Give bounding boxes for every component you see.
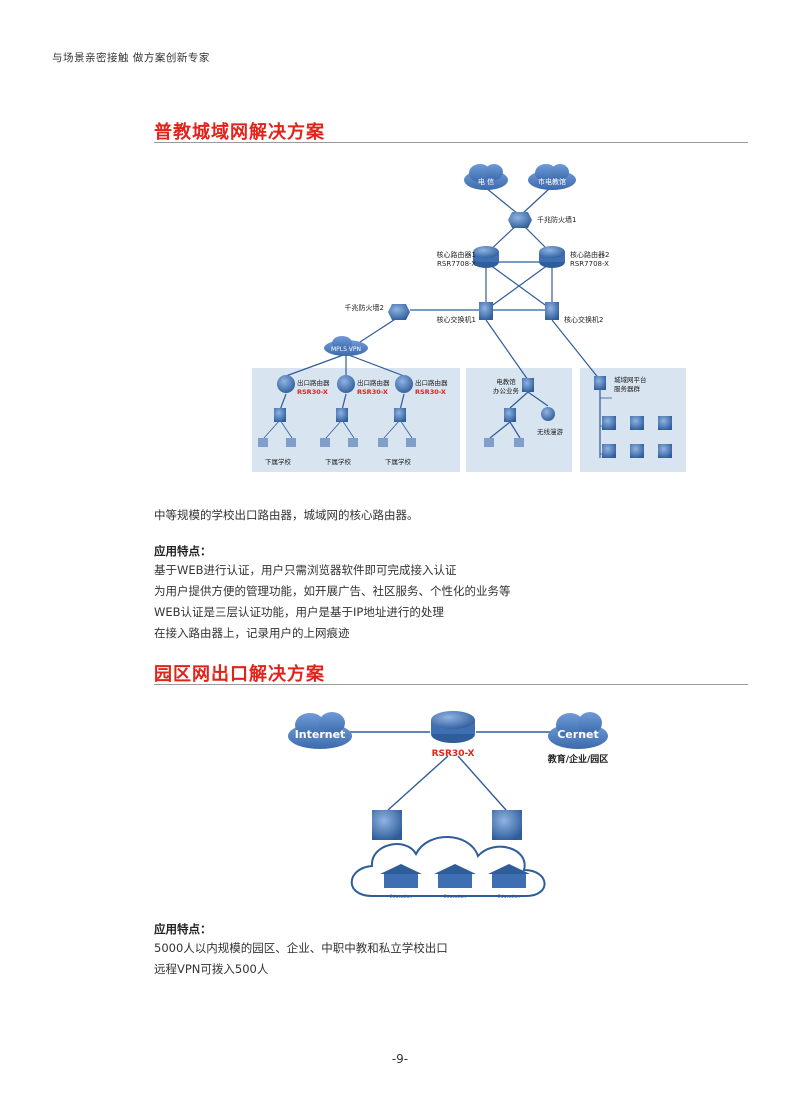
campus-network-diagram: Internet Cernet 教育/企业/园区 RSR30-X Educati… <box>288 711 609 900</box>
header-tagline: 与场景亲密接触 做方案创新专家 <box>52 52 210 64</box>
wireless-ap-icon <box>541 407 555 421</box>
svg-text:RSR30-X: RSR30-X <box>357 388 388 396</box>
section1-rule <box>154 142 748 143</box>
platform-switch-icon <box>594 376 606 390</box>
svg-text:下属学校: 下属学校 <box>325 457 352 466</box>
feature-item: 为用户提供方便的管理功能，如开展广告、社区服务、个性化的业务等 <box>154 584 511 598</box>
svg-text:无线漫游: 无线漫游 <box>537 427 564 436</box>
svg-text:出口路由器: 出口路由器 <box>297 378 330 387</box>
cloud-telecom-icon <box>464 164 508 190</box>
svg-text:Education: Education <box>390 894 413 900</box>
section1-title: 普教城域网解决方案 <box>154 122 325 143</box>
firewall2-icon <box>388 304 410 320</box>
feature-item: 远程VPN可拨入500人 <box>154 962 269 976</box>
svg-text:出口路由器: 出口路由器 <box>415 378 448 387</box>
core-router2-icon <box>539 246 565 268</box>
svg-text:Internet: Internet <box>295 728 346 741</box>
svg-text:MPLS VPN: MPLS VPN <box>331 346 361 353</box>
cloud-education-icon <box>528 164 576 190</box>
svg-text:核心交换机2: 核心交换机2 <box>564 315 603 324</box>
campus-switch-left-icon <box>372 810 402 840</box>
feature-item: 在接入路由器上，记录用户的上网痕迹 <box>154 626 350 640</box>
core-switch2-icon <box>545 302 559 320</box>
svg-text:办公业务: 办公业务 <box>493 386 520 395</box>
svg-text:RSR30-X: RSR30-X <box>432 749 475 759</box>
feature-item: 5000人以内规模的园区、企业、中职中教和私立学校出口 <box>154 941 448 955</box>
section2-title: 园区网出口解决方案 <box>154 664 325 685</box>
section1-features-list: 基于WEB进行认证，用户只需浏览器软件即可完成接入认证 为用户提供方便的管理功能… <box>154 560 511 644</box>
school-pc-icon <box>258 438 416 447</box>
svg-text:出口路由器: 出口路由器 <box>357 378 390 387</box>
internet-cloud-icon <box>288 712 352 749</box>
svg-text:Education: Education <box>444 894 467 900</box>
building-icon <box>384 874 526 888</box>
svg-text:RSR7708-X: RSR7708-X <box>570 260 609 268</box>
feature-item: 基于WEB进行认证，用户只需浏览器软件即可完成接入认证 <box>154 563 457 577</box>
feature-item: WEB认证是三层认证功能，用户是基于IP地址进行的处理 <box>154 605 444 619</box>
exit-router-icon <box>277 375 413 393</box>
svg-text:千兆防火墙1: 千兆防火墙1 <box>537 215 576 224</box>
core-router1-icon <box>473 246 499 268</box>
firewall1-icon <box>508 212 532 228</box>
svg-text:电教馆: 电教馆 <box>496 377 516 386</box>
svg-text:下属学校: 下属学校 <box>385 457 412 466</box>
central-router-icon <box>431 711 475 743</box>
metro-network-diagram: 电 信 市电教馆 千兆防火墙1 核心路由器1 RSR7708-X 核心路由器2 … <box>252 164 686 472</box>
section2-features-list: 5000人以内规模的园区、企业、中职中教和私立学校出口 远程VPN可拨入500人 <box>154 938 448 980</box>
page-number: -9- <box>391 1052 409 1066</box>
office-switch-icon <box>522 378 534 392</box>
svg-text:教育/企业/园区: 教育/企业/园区 <box>547 753 609 765</box>
svg-text:核心路由器2: 核心路由器2 <box>570 250 609 259</box>
svg-text:千兆防火墙2: 千兆防火墙2 <box>345 303 384 312</box>
svg-text:服务器群: 服务器群 <box>614 384 641 393</box>
svg-text:核心交换机1: 核心交换机1 <box>437 315 476 324</box>
svg-text:RSR30-X: RSR30-X <box>415 388 446 396</box>
mpls-cloud-icon <box>324 336 368 356</box>
svg-text:核心路由器1: 核心路由器1 <box>437 250 476 259</box>
campus-switch-right-icon <box>492 810 522 840</box>
svg-text:城域网平台: 城域网平台 <box>614 375 647 384</box>
svg-text:RSR7708-X: RSR7708-X <box>437 260 476 268</box>
office-panel <box>466 368 572 472</box>
cernet-cloud-icon <box>548 712 608 749</box>
section2-features-label: 应用特点： <box>154 922 212 936</box>
section2-rule <box>154 684 748 685</box>
school-switch-icon <box>274 408 406 422</box>
svg-text:Education: Education <box>498 894 521 900</box>
svg-text:Cernet: Cernet <box>557 728 599 741</box>
core-switch1-icon <box>479 302 493 320</box>
office-pc-icon <box>484 438 524 447</box>
svg-text:市电教馆: 市电教馆 <box>538 177 566 186</box>
section1-description: 中等规模的学校出口路由器，城域网的核心路由器。 <box>154 508 419 522</box>
section1-features-label: 应用特点： <box>154 544 212 558</box>
svg-text:下属学校: 下属学校 <box>265 457 292 466</box>
office-access-switch-icon <box>504 408 516 422</box>
svg-text:RSR30-X: RSR30-X <box>297 388 328 396</box>
server-icon <box>602 416 672 458</box>
svg-text:电 信: 电 信 <box>478 177 494 186</box>
